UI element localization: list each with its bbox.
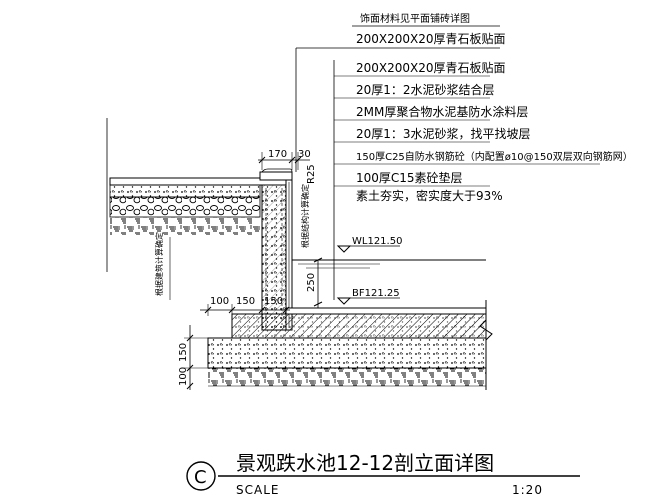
dim-left-100: 100 bbox=[178, 367, 189, 386]
upper-paving bbox=[106, 118, 293, 272]
note-layer-screed: 20厚1：3水泥砂浆，找平找坡层 bbox=[356, 126, 531, 141]
section-mark-circle bbox=[186, 461, 216, 491]
dim-100: 100 bbox=[210, 296, 229, 307]
drawing-title: 景观跌水池12-12剖立面详图 bbox=[236, 451, 494, 475]
note-layer-mortar: 20厚1：2水泥砂浆结合层 bbox=[356, 82, 495, 97]
dim-30: 30 bbox=[298, 149, 311, 160]
note-layer-cushion: 100厚C15素砼垫层 bbox=[356, 170, 463, 185]
scale-label: SCALE bbox=[236, 483, 279, 497]
dim-left-150: 150 bbox=[178, 343, 189, 362]
note-finish-ref: 饰面材料见平面铺砖详图 bbox=[360, 12, 470, 25]
dim-150-a: 150 bbox=[236, 296, 255, 307]
note-top-stone: 200X200X20厚青石板贴面 bbox=[356, 32, 506, 46]
title-block: C 景观跌水池12-12剖立面详图 SCALE 1:20 bbox=[186, 451, 580, 497]
bottom-level-label: BF121.25 bbox=[352, 288, 400, 299]
dim-150-b: 150 bbox=[264, 296, 283, 307]
water-levels: WL121.50 BF121.25 250 bbox=[292, 236, 486, 308]
vertical-note-left: 根据建筑计算确定 bbox=[154, 232, 164, 296]
dim-170: 170 bbox=[268, 149, 287, 160]
bottom-dimensions: 100 150 150 bbox=[200, 296, 290, 316]
scale-value: 1:20 bbox=[512, 483, 543, 497]
note-layer-waterproof: 2MM厚聚合物水泥基防水涂料层 bbox=[356, 104, 528, 119]
note-layer-soil: 素土夯实，密实度大于93% bbox=[356, 188, 503, 203]
dim-r25: R25 bbox=[306, 164, 317, 184]
water-depth-dim: 250 bbox=[306, 273, 317, 292]
water-level-label: WL121.50 bbox=[352, 236, 402, 247]
section-mark-letter: C bbox=[194, 467, 207, 488]
vertical-notes: 根据建筑计算确定 根据结构计算确定 bbox=[154, 184, 310, 300]
pool-base bbox=[207, 300, 493, 390]
note-layer-rc-slab: 150厚C25自防水钢筋砼（内配置ø10@150双层双向钢筋网） bbox=[356, 150, 633, 163]
retaining-wall bbox=[261, 179, 293, 331]
note-layer-stone: 200X200X20厚青石板贴面 bbox=[356, 61, 506, 75]
left-dimensions: 150 100 bbox=[178, 325, 214, 390]
layer-notes: 饰面材料见平面铺砖详图 200X200X20厚青石板贴面 200X200X20厚… bbox=[295, 12, 633, 300]
vertical-note-wall: 根据结构计算确定 bbox=[300, 184, 310, 248]
